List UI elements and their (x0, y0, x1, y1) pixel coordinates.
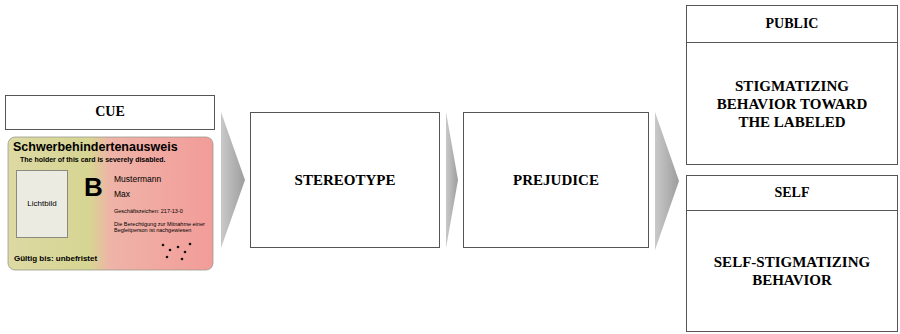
card-note: Die Berechtigung zur Mitnahme einer Begl… (114, 221, 210, 234)
card-validity: Gültig bis: unbefristet (14, 254, 97, 263)
card-surname: Mustermann (114, 175, 161, 185)
cue-label: CUE (5, 95, 215, 130)
card-letter: B (84, 173, 103, 203)
chevron-arrow (655, 112, 679, 182)
photo-field: Lichtbild (16, 170, 68, 238)
box-body: STIGMATIZING BEHAVIOR TOWARD THE LABELED (707, 77, 877, 131)
card-background (8, 137, 213, 270)
photo-label: Lichtbild (27, 199, 56, 209)
card-title: Schwerbehindertenausweis (13, 140, 178, 154)
box-label: CUE (95, 104, 125, 121)
id-card: Lichtbild SchwerbehindertenausweisThe hol… (8, 137, 213, 270)
chevron-arrow (221, 112, 245, 248)
chevron-arrow (446, 112, 458, 248)
box-label: PREJUDICE (513, 171, 599, 189)
box-heading: PUBLIC (766, 16, 819, 33)
public-box: PUBLIC STIGMATIZING BEHAVIOR TOWARD THE L… (686, 5, 898, 165)
box-label: STEREOTYPE (295, 171, 396, 189)
card-subtitle: The holder of this card is severely disa… (20, 156, 166, 164)
braille-dots (162, 243, 192, 261)
self-box: SELF SELF-STIGMATIZING BEHAVIOR (686, 175, 898, 332)
card-first-name: Max (114, 190, 130, 200)
box-body: SELF-STIGMATIZING BEHAVIOR (693, 253, 891, 289)
card-reference: Geschäftszeichen: 217-13-0 (114, 208, 183, 214)
stereotype-box: STEREOTYPE (250, 112, 440, 248)
prejudice-box: PREJUDICE (463, 112, 649, 248)
box-heading: SELF (774, 185, 809, 202)
chevron-arrow (655, 181, 679, 251)
